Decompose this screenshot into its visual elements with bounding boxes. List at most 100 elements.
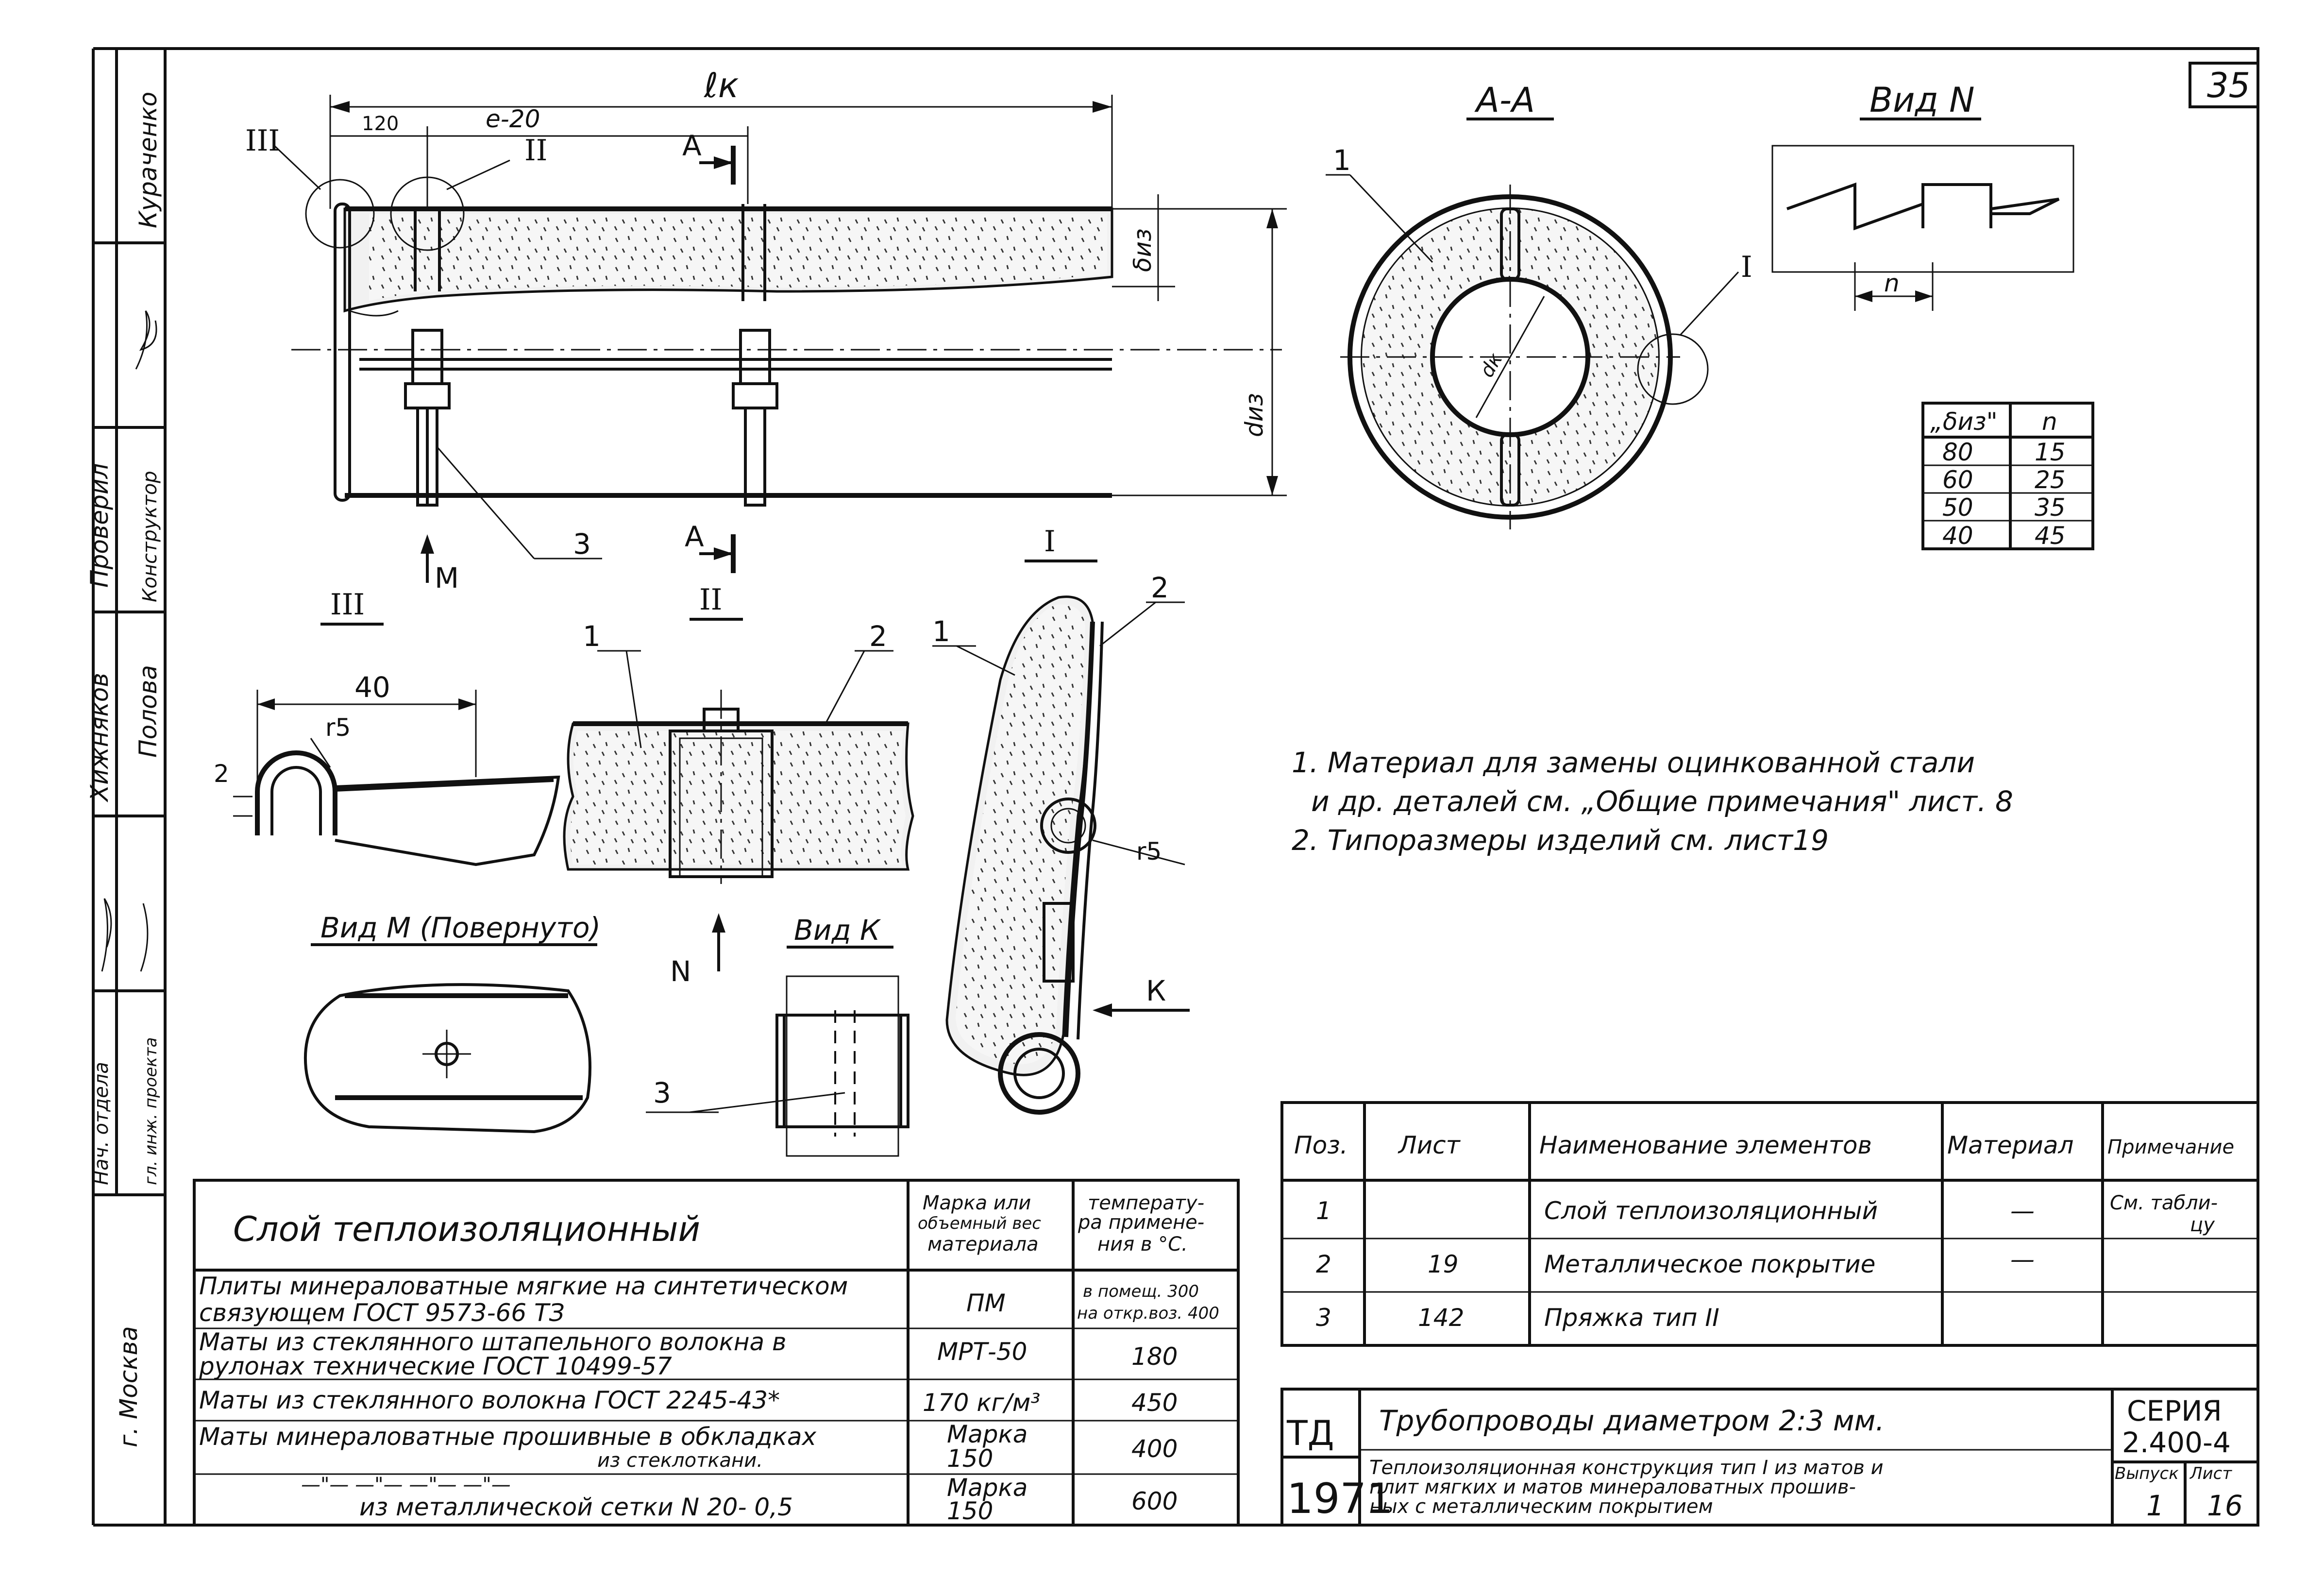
label-III-main: III: [245, 124, 280, 158]
spec-row-1-sheet: 19: [1428, 1250, 1459, 1278]
layer-row-0-line-2: связующем ГОСТ 9573-66 ТЗ: [199, 1299, 565, 1327]
title-main: Трубопроводы диаметром 2:3 мм.: [1379, 1404, 1885, 1437]
spec-header-sheet: Лист: [1398, 1131, 1461, 1159]
title-desc-1: Теплоизоляционная конструкция тип I из м…: [1369, 1457, 1884, 1479]
label-I-AA: I: [1741, 250, 1752, 284]
layer-header-mark-2: объемный вес: [918, 1214, 1041, 1233]
note-line-3: 2. Типоразмеры изделий см. лист19: [1292, 824, 1829, 857]
table-n-1: 25: [2035, 466, 2066, 494]
table-header-biz: „δиз": [1930, 407, 1998, 436]
layer-table: Слой теплоизоляционный Марка или объемны…: [193, 1179, 1240, 1527]
stamp-khizhnyakov: Хижняков: [85, 673, 114, 803]
signature-1: [135, 310, 157, 370]
dim-e20: е-20: [486, 105, 540, 133]
main-elevation-view: ℓк 120 е-20 III: [245, 66, 1287, 594]
detail-II: II 1 2 N: [563, 583, 914, 988]
title-td: ТД: [1286, 1413, 1334, 1453]
layer-row-3-temp: 400: [1131, 1435, 1178, 1463]
table-n-2: 35: [2035, 493, 2066, 522]
sheet-number: 35: [2207, 66, 2250, 105]
label-1-I: 1: [932, 615, 950, 648]
layer-row-4-line-1: —"— —"— —"— —"—: [301, 1474, 511, 1496]
label-2-I: 2: [1151, 571, 1169, 604]
dim-lk: ℓк: [704, 66, 739, 105]
spec-row-2-pos: 3: [1316, 1304, 1331, 1332]
table-biz-1: 60: [1942, 466, 1973, 494]
title-sheet-value: 16: [2207, 1489, 2243, 1522]
title-desc-2: плит мягких и матов минераловатных проши…: [1369, 1476, 1856, 1498]
layer-row-4-line-2: из металлической сетки N 20- 0,5: [359, 1493, 793, 1521]
spec-row-0-material: —: [2010, 1197, 2035, 1225]
dim-biz: δиз: [1128, 228, 1157, 272]
spec-row-0-note-2: цу: [2190, 1214, 2215, 1236]
layer-row-1-temp: 180: [1131, 1342, 1178, 1371]
title-issue-value: 1: [2146, 1489, 2164, 1522]
stamp-konstruktor: Конструктор: [139, 471, 161, 602]
dim-dk: dк: [1476, 349, 1507, 381]
stamp-polova: Полова: [134, 665, 162, 758]
label-II-main: II: [524, 134, 547, 168]
spec-row-0-note-1: См. табли-: [2110, 1192, 2218, 1214]
stamp-city: г. Москва: [115, 1326, 143, 1447]
stamp-nach-otdela: Нач. отдела: [90, 1062, 113, 1185]
title-detail-I: I: [1044, 525, 1056, 559]
layer-row-1-line-1: Маты из стеклянного штапельного волокна …: [199, 1328, 787, 1356]
spec-header-pos: Поз.: [1294, 1131, 1348, 1159]
note-line-2: и др. деталей см. „Общие примечания" лис…: [1311, 785, 2013, 818]
spec-header-material: Материал: [1947, 1131, 2074, 1159]
spec-row-0-name: Слой теплоизоляционный: [1544, 1197, 1878, 1225]
layer-header-temp-1: температу-: [1088, 1192, 1204, 1214]
layer-row-4-mark-1: Марка: [947, 1474, 1027, 1502]
view-K: Вид К 3: [646, 914, 909, 1157]
title-desc-3: ных с металлическим покрытием: [1369, 1495, 1713, 1518]
stamp-proveril: Проверил: [85, 463, 114, 588]
layer-row-1-mark: МРТ-50: [937, 1338, 1027, 1366]
table-biz-3: 40: [1942, 522, 1973, 550]
title-section-AA: А-А: [1474, 80, 1535, 120]
spec-row-2-sheet: 142: [1418, 1304, 1464, 1332]
dim-n: n: [1884, 269, 1900, 297]
label-1-II: 1: [583, 620, 601, 653]
notes: 1. Материал для замены оцинкованной стал…: [1292, 746, 2013, 857]
layer-header-temp-3: ния в °С.: [1097, 1233, 1188, 1256]
spec-header-note: Примечание: [2107, 1136, 2234, 1158]
title-detail-III: III: [330, 588, 365, 622]
signature-2: [101, 898, 149, 972]
view-M: Вид М (Повернуто): [303, 911, 601, 1134]
view-N: Вид N n: [1771, 80, 2074, 311]
biz-n-table: „δиз" n 80 15 60 25 50 35 40 45: [1921, 402, 2094, 550]
dim-r25-III: r5: [325, 713, 351, 742]
sheet-number-box: [2189, 62, 2259, 108]
layer-row-2-temp: 450: [1131, 1389, 1178, 1417]
layer-row-3-mark-1: Марка: [947, 1420, 1027, 1448]
arrow-K: К: [1146, 974, 1166, 1007]
spec-row-1-name: Металлическое покрытие: [1544, 1250, 1875, 1278]
label-3-main: 3: [573, 527, 591, 560]
detail-I: I 1 2 r5 К: [932, 525, 1190, 1115]
title-issue-label: Выпуск: [2115, 1464, 2179, 1483]
label-1-AA: 1: [1333, 144, 1351, 177]
title-view-N: Вид N: [1869, 80, 1975, 120]
spec-table: Поз. Лист Наименование элементов Материа…: [1280, 1101, 2259, 1347]
spec-row-1-pos: 2: [1316, 1250, 1331, 1278]
table-biz-2: 50: [1942, 493, 1973, 522]
layer-header-mark-1: Марка или: [923, 1192, 1031, 1214]
layer-row-0-mark: ПМ: [966, 1289, 1006, 1317]
note-line-1: 1. Материал для замены оцинкованной стал…: [1292, 746, 1975, 779]
layer-header-mark-3: материала: [927, 1233, 1039, 1256]
dim-120: 120: [362, 113, 399, 135]
layer-row-3-line-2: из стеклоткани.: [597, 1449, 763, 1472]
table-n-3: 45: [2035, 522, 2066, 550]
layer-row-2-mark: 170 кг/м³: [923, 1389, 1040, 1417]
layer-row-4-temp: 600: [1131, 1487, 1178, 1515]
spec-header-name: Наименование элементов: [1539, 1131, 1872, 1159]
title-sheet-label: Лист: [2189, 1464, 2232, 1483]
spec-row-1-material: —: [2010, 1245, 2035, 1273]
stamp-gip: гл. инж. проекта: [141, 1037, 161, 1186]
arrow-M: М: [435, 561, 459, 594]
table-header-n: n: [2042, 407, 2057, 436]
title-year: 1971: [1287, 1475, 1393, 1523]
stamp-kuravchenko: Кураченко: [134, 92, 162, 228]
layer-header-temp-2: ра примене-: [1078, 1211, 1204, 1234]
